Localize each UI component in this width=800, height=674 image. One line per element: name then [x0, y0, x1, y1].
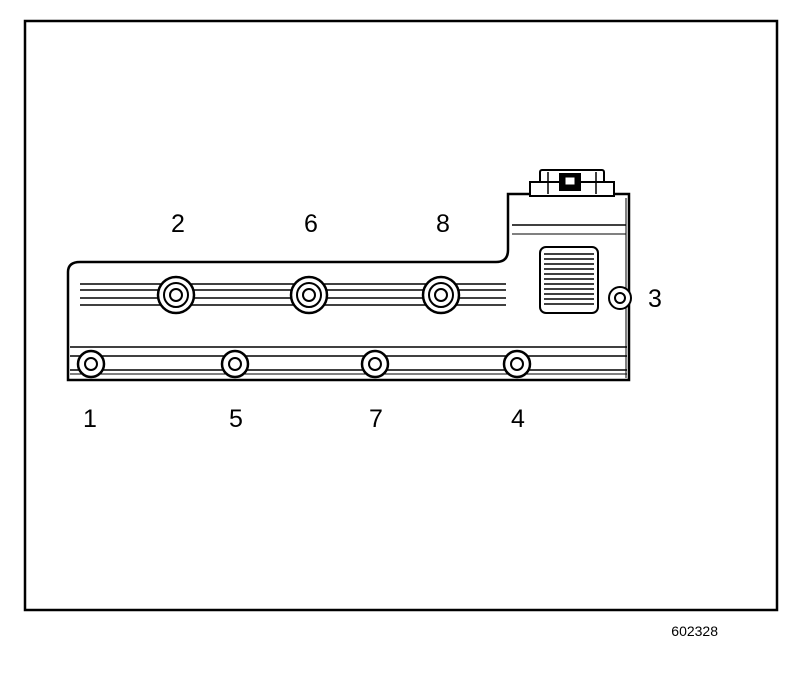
callout-bolt-1: 1: [83, 405, 97, 433]
callout-bolt-3: 3: [648, 285, 662, 313]
bolt-icon: [220, 349, 250, 379]
bolt-icon: [289, 275, 329, 315]
bolt-icon: [421, 275, 461, 315]
diagram-frame: [23, 19, 779, 612]
electrical-connector: [529, 169, 615, 197]
figure-number: 602328: [671, 623, 718, 639]
upper-bolts: [156, 275, 632, 315]
bolt-icon: [76, 349, 106, 379]
callout-bolt-6: 6: [304, 210, 318, 238]
lower-bolts: [76, 349, 532, 379]
bolt-icon: [360, 349, 390, 379]
bolt-icon: [502, 349, 532, 379]
callout-bolt-2: 2: [171, 210, 185, 238]
callout-bolt-7: 7: [369, 405, 383, 433]
callout-bolt-5: 5: [229, 405, 243, 433]
bolt-icon: [156, 275, 196, 315]
grille-pad: [539, 246, 599, 314]
callout-bolt-4: 4: [511, 405, 525, 433]
bolt-icon: [608, 286, 632, 310]
callout-bolt-8: 8: [436, 210, 450, 238]
valve-cover-outline: [66, 192, 631, 382]
